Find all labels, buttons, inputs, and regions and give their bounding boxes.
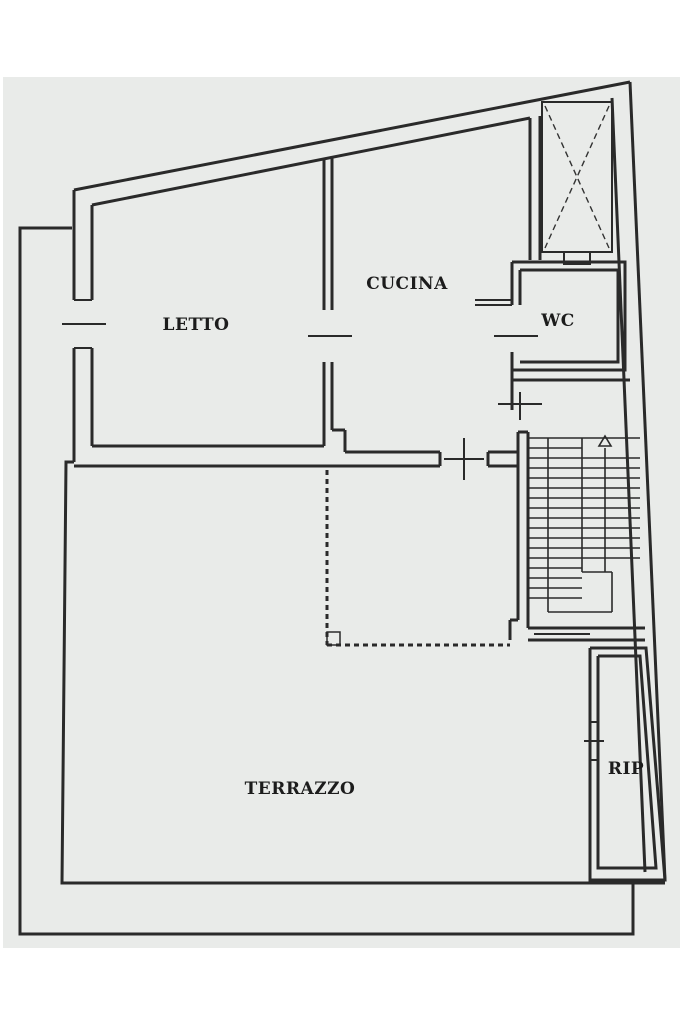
room-label-letto: LETTO (163, 315, 230, 335)
room-label-terrazzo: TERRAZZO (245, 779, 356, 799)
staircase (528, 434, 640, 613)
room-label-rip: RIP (608, 759, 644, 779)
storage-room (588, 646, 667, 882)
site-boundary (18, 226, 635, 936)
paper-background (3, 77, 680, 948)
outer-walls (60, 80, 667, 885)
room-label-cucina: CUCINA (366, 274, 448, 294)
door-markers (62, 323, 604, 742)
stair-direction-arrow-icon (597, 434, 613, 447)
interior-walls (74, 101, 645, 642)
room-label-wc: WC (540, 311, 575, 331)
terrace-pergola-outline (325, 470, 510, 647)
